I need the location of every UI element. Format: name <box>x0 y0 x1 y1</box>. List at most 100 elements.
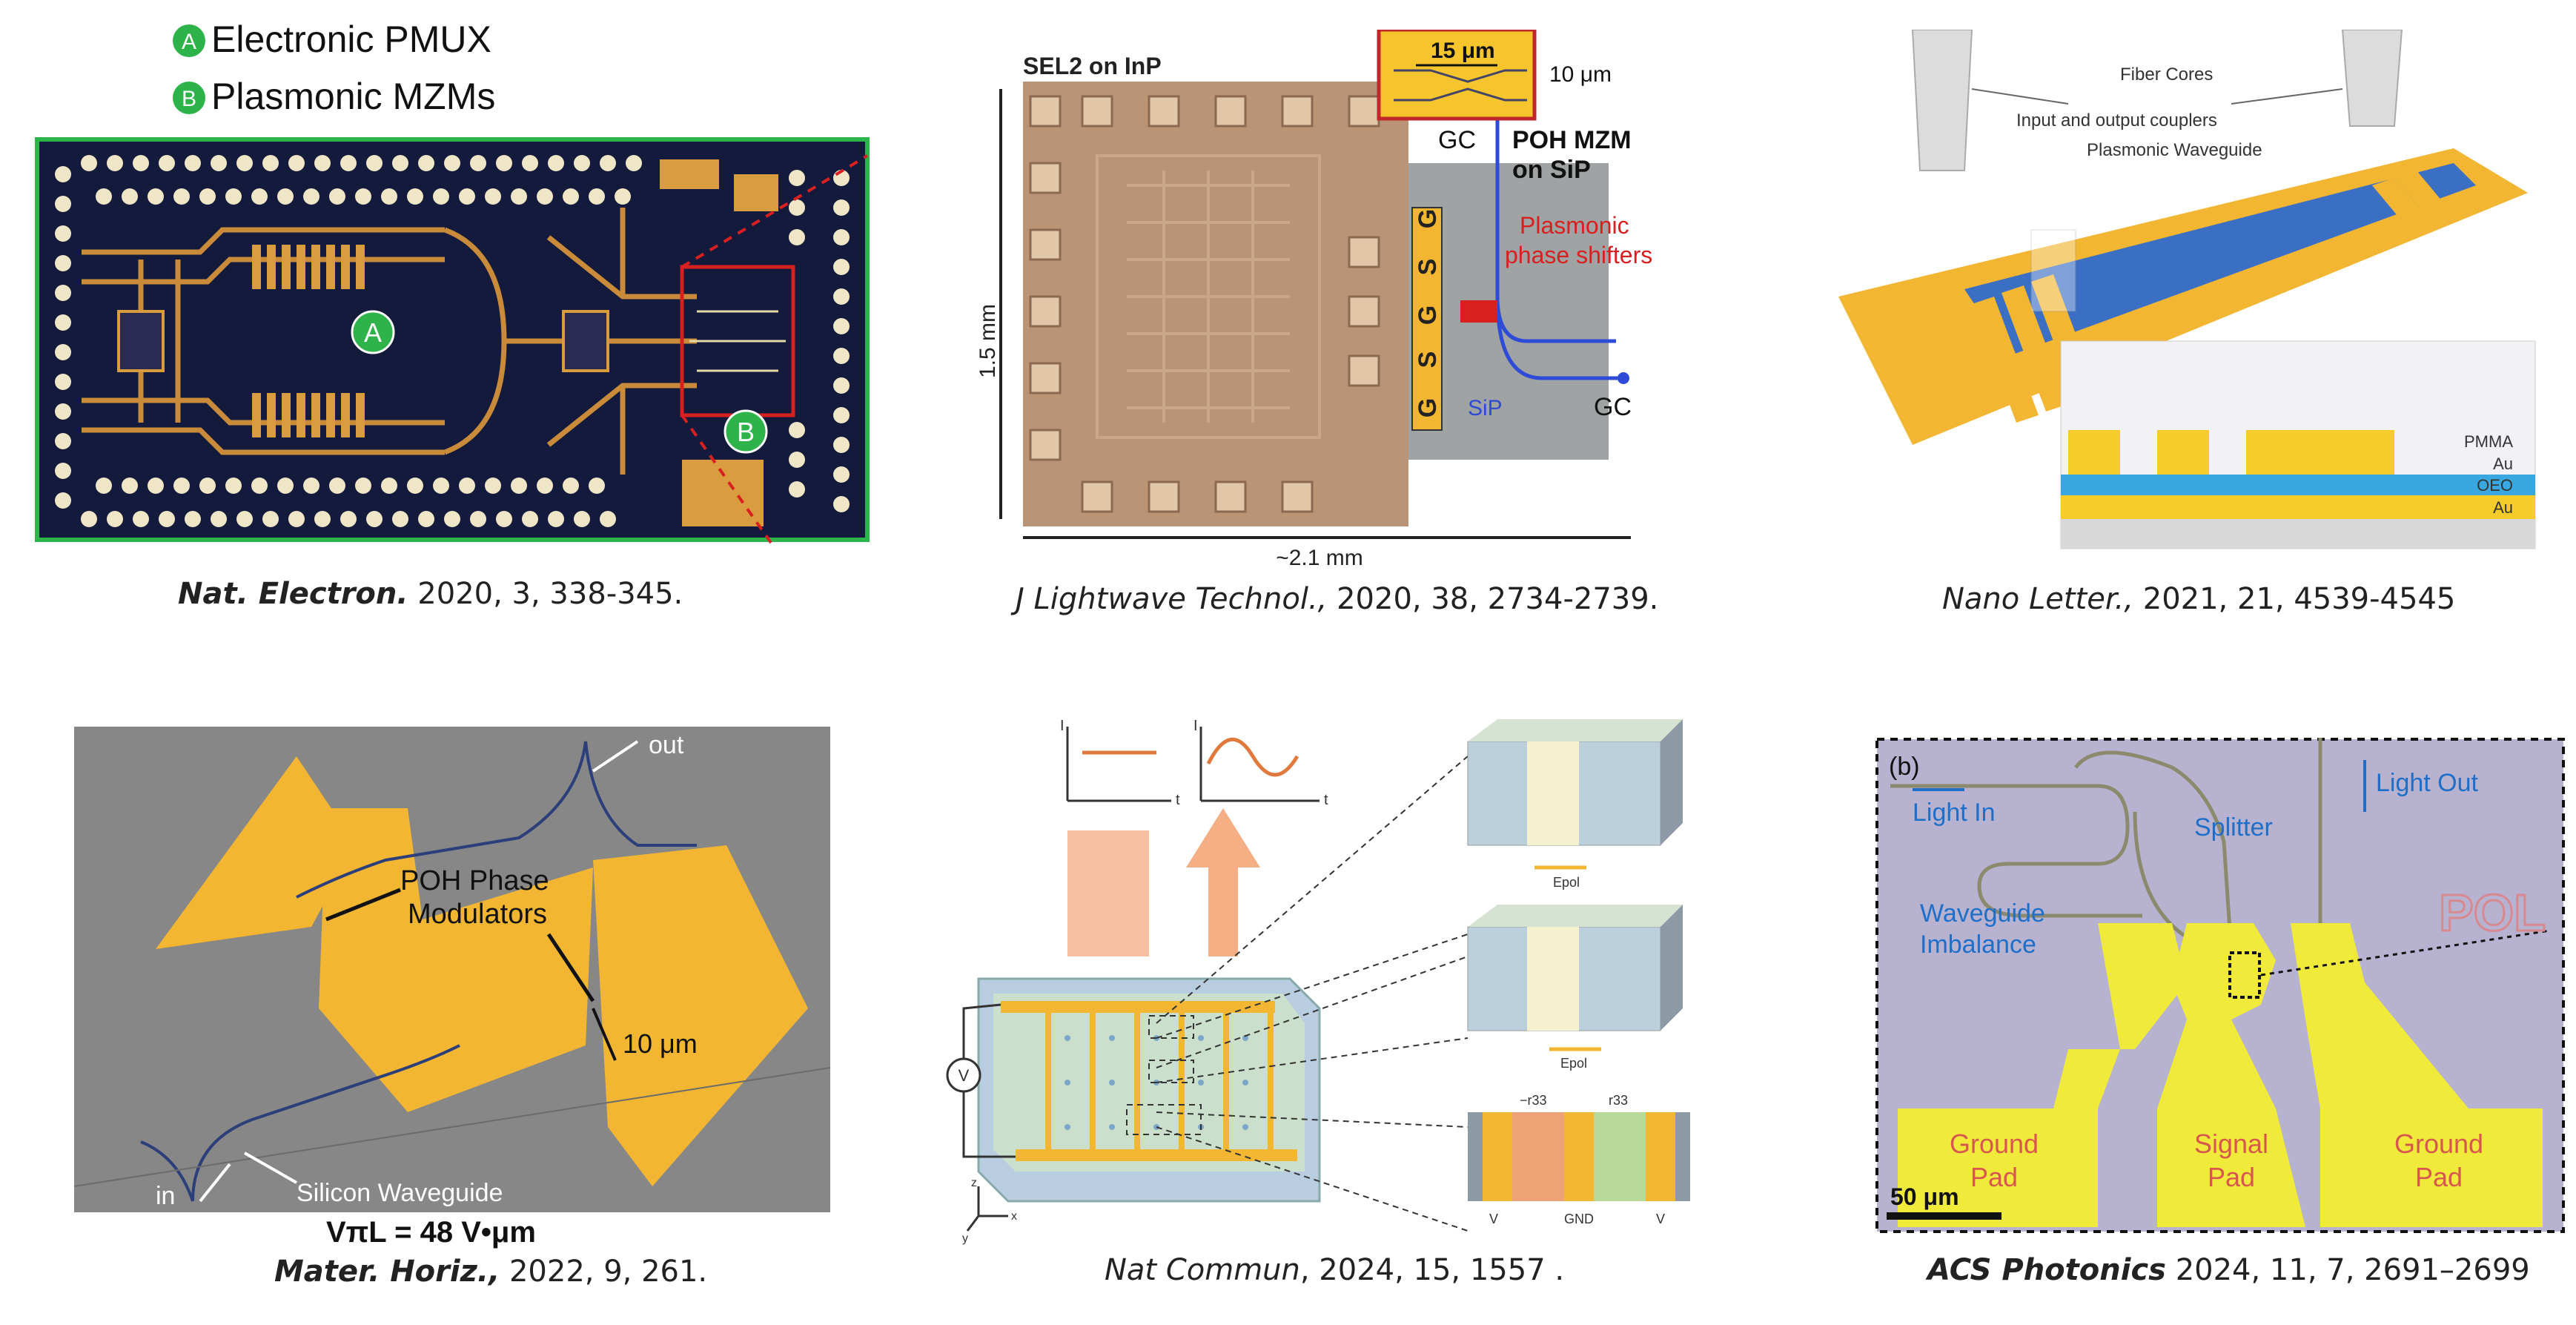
inset-block-2 <box>1467 905 1683 1051</box>
gc-top-label: GC <box>1438 126 1476 154</box>
caption-poh-journal: Mater. Horiz., <box>274 1255 500 1289</box>
poh-ridge <box>73 1067 831 1187</box>
pmux-zoom-lines <box>681 154 869 544</box>
bottom-gnd: GND <box>1564 1212 1594 1226</box>
axis-x-label: x <box>1011 1210 1017 1223</box>
voltage-label: V <box>958 1066 970 1085</box>
bottom-v-right: V <box>1656 1212 1665 1226</box>
ground-label-1: Ground <box>1950 1129 2039 1159</box>
caption-natcomm: Nat Commun, 2024, 15, 1557 . <box>1105 1253 1564 1287</box>
panel-poh: out in POH Phase Modulators 10 μm Silico… <box>73 727 831 1320</box>
layer-au-top: Au <box>2493 455 2513 473</box>
chip-badge-a-icon <box>351 310 395 354</box>
pad-s2: S <box>1414 351 1442 369</box>
acs-tag: (b) <box>1889 753 1920 781</box>
panel-sel2: SEL2 on InP G S G S G 15 μm 10 μm GC POH… <box>976 27 1661 623</box>
chip-badge-b-icon <box>724 409 768 454</box>
poh-label-2: on SiP <box>1512 156 1591 184</box>
pmux-pads <box>55 155 850 527</box>
plot2-t-label: t <box>1324 792 1328 808</box>
plot2-wave <box>1206 737 1299 777</box>
coupler-label: Input and output couplers <box>2016 110 2217 130</box>
plot1-i-label: I <box>1060 718 1064 734</box>
pad-g3: G <box>1414 398 1442 417</box>
inset-waveguide <box>1394 69 1527 102</box>
pad-g1: G <box>1414 209 1442 228</box>
imbalance-label-1: Waveguide <box>1920 899 2045 928</box>
caption-sel2-rest: 2020, 38, 2734-2739. <box>1327 582 1659 616</box>
axis-y-label: y <box>962 1232 968 1245</box>
fiber-pointer-left <box>1971 88 2069 105</box>
couplers <box>1972 171 2454 423</box>
legend-badge-a: A <box>182 30 196 54</box>
inset-block-3 <box>1468 1112 1690 1201</box>
poh-waveguides <box>140 741 697 1202</box>
imbalance-label-2: Imbalance <box>1920 931 2036 959</box>
sel2-title: SEL2 on InP <box>1023 53 1162 79</box>
fiber-left-icon <box>1911 29 1973 171</box>
fiber-right-icon <box>2341 29 2403 127</box>
mod-arrow-left <box>325 888 401 922</box>
pad-label-3: Pad <box>2415 1162 2463 1192</box>
caption-acs: ACS Photonics 2024, 11, 7, 2691–2699 <box>1927 1253 2530 1287</box>
acs-watermark: POL <box>2439 884 2546 942</box>
wg-label: Silicon Waveguide <box>297 1179 503 1207</box>
waveguide-label: Plasmonic Waveguide <box>2087 140 2262 160</box>
caption-pmux: Nat. Electron. 2020, 3, 338-345. <box>178 577 683 611</box>
pad-label-2: Pad <box>2208 1162 2255 1192</box>
height-label: 1.5 mm <box>979 304 1000 378</box>
out-arrow <box>592 740 639 773</box>
caption-poh: Mater. Horiz., 2022, 9, 261. <box>274 1255 707 1289</box>
gs-pads <box>1411 207 1443 431</box>
mod-label-2: Modulators <box>408 899 547 930</box>
legend-a-text: Electronic PMUX <box>211 19 491 60</box>
fiber-label: Fiber Cores <box>2120 65 2213 85</box>
inp-pads <box>1029 95 1380 513</box>
pad-label-1: Pad <box>1970 1162 2018 1192</box>
gc-bottom-icon <box>1618 372 1629 384</box>
inp-circuit <box>1096 154 1321 439</box>
pad-s1: S <box>1414 259 1442 276</box>
splitter-label: Splitter <box>2194 813 2273 842</box>
caption-natcomm-journal: Nat Commun <box>1105 1253 1300 1287</box>
legend-badge-b: B <box>182 87 196 111</box>
panel-natcomm: I t I t V <box>934 712 1705 1320</box>
badge-a-icon <box>173 24 205 57</box>
in-label: in <box>156 1182 175 1210</box>
epol-label-1: Epol <box>1553 875 1580 890</box>
chip-badge-a: A <box>364 317 382 348</box>
phase-label-1: Plasmonic <box>1520 212 1629 239</box>
epol-label-2: Epol <box>1560 1056 1587 1071</box>
nano-figure: Fiber Cores Input and output couplers Pl… <box>1838 29 2536 549</box>
caption-natcomm-rest: , 2024, 15, 1557 . <box>1299 1253 1565 1287</box>
dim-arrow <box>592 1008 617 1061</box>
zoom-lines <box>1126 756 1469 1232</box>
acs-pads <box>1898 923 2543 1227</box>
caption-nano: Nano Letter., 2021, 21, 4539-4545 <box>1942 582 2455 616</box>
gc-bottom-label: GC <box>1594 393 1632 421</box>
layer-oeo: OEO <box>2477 476 2513 495</box>
poh-figure: out in POH Phase Modulators 10 μm Silico… <box>73 727 831 1212</box>
badge-b-icon <box>173 82 205 114</box>
out-label: out <box>649 731 684 759</box>
r33-minus-label: −r33 <box>1520 1093 1547 1108</box>
axis-z-label: z <box>971 1177 977 1189</box>
pmux-blocks <box>117 159 778 526</box>
oeo-layer <box>2061 475 2535 495</box>
inset-block-1 <box>1467 719 1683 870</box>
au-bottom <box>2061 495 2535 519</box>
chip-badge-b: B <box>737 417 755 447</box>
dim-label: 10 μm <box>623 1028 698 1059</box>
poh-pad-left <box>156 756 356 949</box>
device-electrodes <box>1001 1001 1297 1161</box>
pmux-mzm-lines <box>689 310 786 372</box>
metric-label: VπL = 48 V•μm <box>326 1216 536 1249</box>
light-in-label: Light In <box>1913 799 1996 827</box>
pad-g2: G <box>1414 305 1442 325</box>
scale-label: 50 μm <box>1890 1183 1959 1210</box>
r33-plus-label: r33 <box>1609 1093 1628 1108</box>
au-bar-2 <box>2157 430 2209 475</box>
panel-pmux: A Electronic PMUX B Plasmonic MZMs <box>30 15 882 611</box>
caption-pmux-journal: Nat. Electron. <box>178 577 408 611</box>
inset-box <box>1377 27 1537 121</box>
